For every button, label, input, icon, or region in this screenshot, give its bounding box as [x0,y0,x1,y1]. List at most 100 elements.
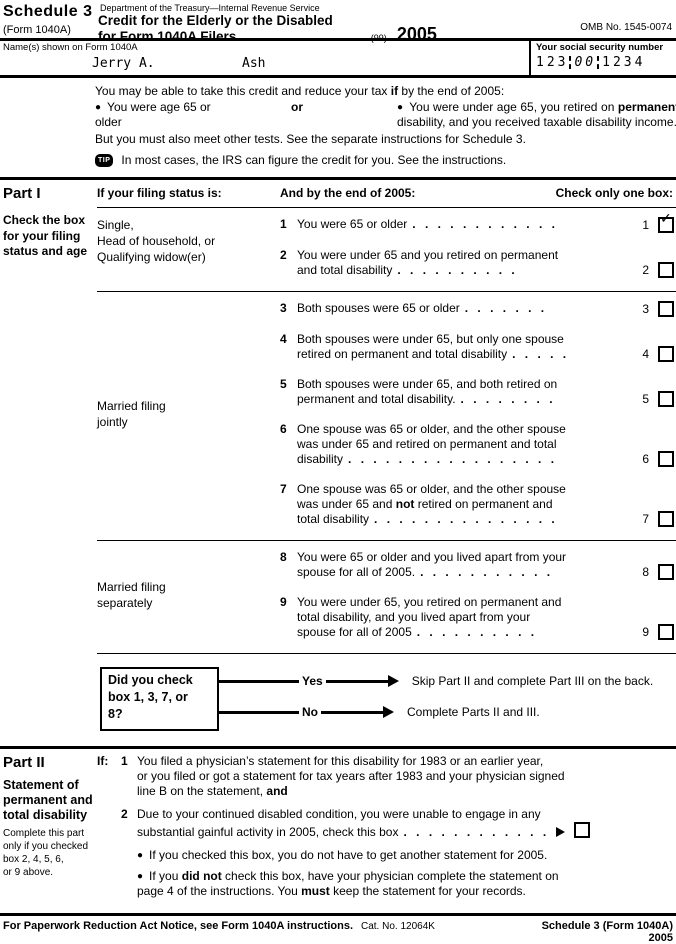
part2-bullet-1: ●If you checked this box, you do not hav… [97,848,674,863]
ssn-serial[interactable]: 1234 [602,55,646,70]
dot-leader: . . . . . . . . . . . [420,565,554,579]
line-tail: 2 [636,262,674,278]
no-label: No [302,705,318,719]
no-instruction: Complete Parts II and III. [407,705,540,719]
line-number-trailing: 5 [642,392,649,406]
checkbox-line-5[interactable] [658,391,674,407]
num-spacer [121,848,137,863]
no-line [321,710,383,714]
item-number: 2 [121,806,128,821]
part2-main: If: 1 You filed a physician’s statement … [97,754,676,905]
bullet-icon: ● [137,849,144,861]
checkbox-line-2[interactable] [658,262,674,278]
part1-main: If your filing status is: And by the end… [97,180,676,746]
part1-section: Part I Check the box for your filing sta… [0,180,676,749]
part1-lines: 8 You were 65 or older and you lived apar… [280,550,676,640]
form-header: Schedule 3 (Form 1040A) Department of th… [0,0,676,44]
line-number: 7 [280,482,287,496]
intro-or: or [291,100,303,114]
line-number-trailing: 2 [642,263,649,277]
line-text: One spouse was 65 or older, and the othe… [297,482,566,526]
line-text: You were 65 or older and you lived apart… [297,550,567,579]
if-spacer [97,869,121,899]
yes-label: Yes [302,674,323,688]
first-name-value[interactable]: Jerry A. [92,56,155,71]
line-tail: 5 [636,391,674,407]
checkbox-line-7[interactable] [658,511,674,527]
yes-line [325,679,388,683]
schedule-number: Schedule 3 [3,3,93,20]
item-number: 1 [121,753,128,768]
bullet-text: ●If you did not check this box, have you… [137,868,559,898]
part2-sidebar: Part II Statement of permanent and total… [0,754,97,905]
line-number: 9 [280,595,287,609]
dot-leader: . . . . . . . . . . . . [403,824,550,839]
form-title: Credit for the Elderly or the Disabled f… [98,13,333,44]
checkbox-line-6[interactable] [658,451,674,467]
ssn-group[interactable]: 00 [574,55,597,70]
col-filing-status: If your filing status is: [97,186,222,200]
checkbox-line-1[interactable]: ✓ [658,211,674,233]
footer-schedule-id: Schedule 3 (Form 1040A) 2005 [541,919,673,944]
if-spacer [97,807,121,840]
part1-sidebar: Part I Check the box for your filing sta… [0,180,97,746]
line-number-trailing: 3 [642,302,649,316]
part2-item-1: If: 1 You filed a physician’s statement … [97,754,674,799]
line-number: 4 [280,332,287,346]
ssn-value[interactable]: 123 00 1234 [536,55,672,70]
dot-leader: . . . . . . . . . . . . . . . . . [348,452,558,466]
line-number: 8 [280,550,287,564]
dot-leader: . . . . . . . [464,301,548,315]
ssn-label: Your social security number [536,42,664,53]
name-ssn-row: Name(s) shown on Form 1040A Jerry A. Ash… [0,41,676,78]
line-number-trailing: 8 [642,565,649,579]
tip-icon: TIP [95,154,114,167]
line-number: 3 [280,301,287,315]
form-number: (Form 1040A) [3,24,71,36]
no-line [219,710,299,714]
dot-leader: . . . . . . . . . . . . [412,217,558,231]
line-number-trailing: 7 [642,512,649,526]
check-mark-icon: ✓ [660,210,672,226]
checkbox-line-9[interactable] [658,624,674,640]
col-end-of-2005: And by the end of 2005: [280,186,416,200]
line-tail: 8 [636,564,674,580]
line-text: Both spouses were under 65, but only one… [297,332,570,361]
checkbox-part2[interactable] [574,821,591,838]
line-text: Both spouses were under 65, and both ret… [297,377,558,406]
department-line: Department of the Treasury—Internal Reve… [100,3,320,13]
name-field-area: Name(s) shown on Form 1040A Jerry A. Ash [0,41,529,75]
part1-label: Part I [3,185,41,202]
dot-leader: . . . . . . . . . . [397,263,518,277]
checkbox-line-3[interactable] [658,301,674,317]
line-number-trailing: 6 [642,452,649,466]
part1-line-8: 8 You were 65 or older and you lived apar… [280,550,674,580]
checkbox-line-4[interactable] [658,346,674,362]
dot-leader: . . . . . . . . . . . . . . . [374,512,558,526]
tax-year: 2005 [396,23,437,44]
part1-line-4: 4 Both spouses were under 65, but only on… [280,332,674,362]
checkbox-line-8[interactable] [658,564,674,580]
col-check-one-box: Check only one box: [555,186,673,200]
yes-instruction: Skip Part II and complete Part III on th… [411,674,654,688]
intro-bullets: ●You were age 65 or older or ●You were u… [95,100,676,130]
ssn-area[interactable]: 123 [536,55,569,70]
part2-sidebar-title: Statement of permanent and total disabil… [3,777,93,823]
omb-number: OMB No. 1545-0074 [580,22,672,33]
item-text: Due to your continued disabled condition… [137,807,674,840]
last-name-value[interactable]: Ash [242,56,266,71]
decision-branches: Yes Skip Part II and complete Part III o… [219,667,676,731]
dot-leader: . . . . . [512,347,570,361]
line-tail: 1✓ [636,211,674,233]
line-text: You were 65 or older. . . . . . . . . . … [297,217,558,231]
